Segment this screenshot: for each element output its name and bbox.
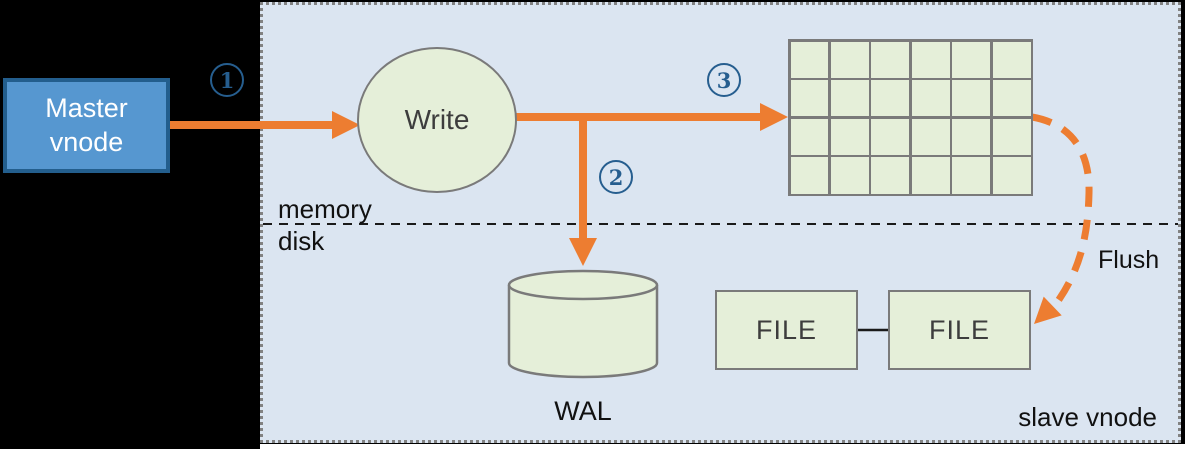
file-box-1-label: FILE [755, 314, 818, 345]
disk-label: disk [278, 226, 325, 256]
memtable-cell [911, 157, 950, 194]
step-3-badge: 3 [707, 63, 741, 97]
slave-vnode-label: slave vnode [1018, 402, 1157, 432]
wal-label: WAL [554, 396, 612, 426]
memtable-cell [911, 41, 950, 78]
memory-label: memory [278, 194, 372, 224]
memtable-cell [790, 157, 829, 194]
master-vnode-box: Master vnode [3, 78, 170, 173]
memtable-cell [992, 118, 1031, 155]
file-box-2-label: FILE [928, 314, 991, 345]
memtable-cell [992, 41, 1031, 78]
memtable-cell [830, 41, 869, 78]
flush-label: Flush [1098, 246, 1160, 274]
memtable-cell [871, 80, 910, 117]
master-vnode-label: Master vnode [45, 92, 128, 157]
memtable-cell [952, 118, 991, 155]
memtable-cell [992, 157, 1031, 194]
memtable-cell [830, 157, 869, 194]
memtable-grid [788, 39, 1033, 196]
memtable-cell [952, 80, 991, 117]
memtable-cell [830, 118, 869, 155]
memtable-cell [911, 80, 950, 117]
memtable-cell [952, 41, 991, 78]
step-2-badge: 2 [599, 160, 633, 194]
memtable-cell [871, 157, 910, 194]
file-box-2: FILE [888, 290, 1031, 370]
step-2-label: 2 [608, 164, 624, 190]
bottom-strip [260, 444, 1185, 449]
write-circle: Write [357, 47, 517, 193]
write-label: Write [404, 104, 470, 135]
memtable-cell [952, 157, 991, 194]
step-3-label: 3 [716, 67, 732, 93]
memtable-cell [790, 41, 829, 78]
memtable-cell [790, 118, 829, 155]
memtable-cell [871, 118, 910, 155]
memtable-cell [871, 41, 910, 78]
memtable-cell [911, 118, 950, 155]
file-box-1: FILE [715, 290, 858, 370]
step-1-badge: 1 [210, 63, 244, 97]
memtable-cell [992, 80, 1031, 117]
memtable-cell [790, 80, 829, 117]
step-1-label: 1 [219, 67, 235, 93]
memtable-cell [830, 80, 869, 117]
